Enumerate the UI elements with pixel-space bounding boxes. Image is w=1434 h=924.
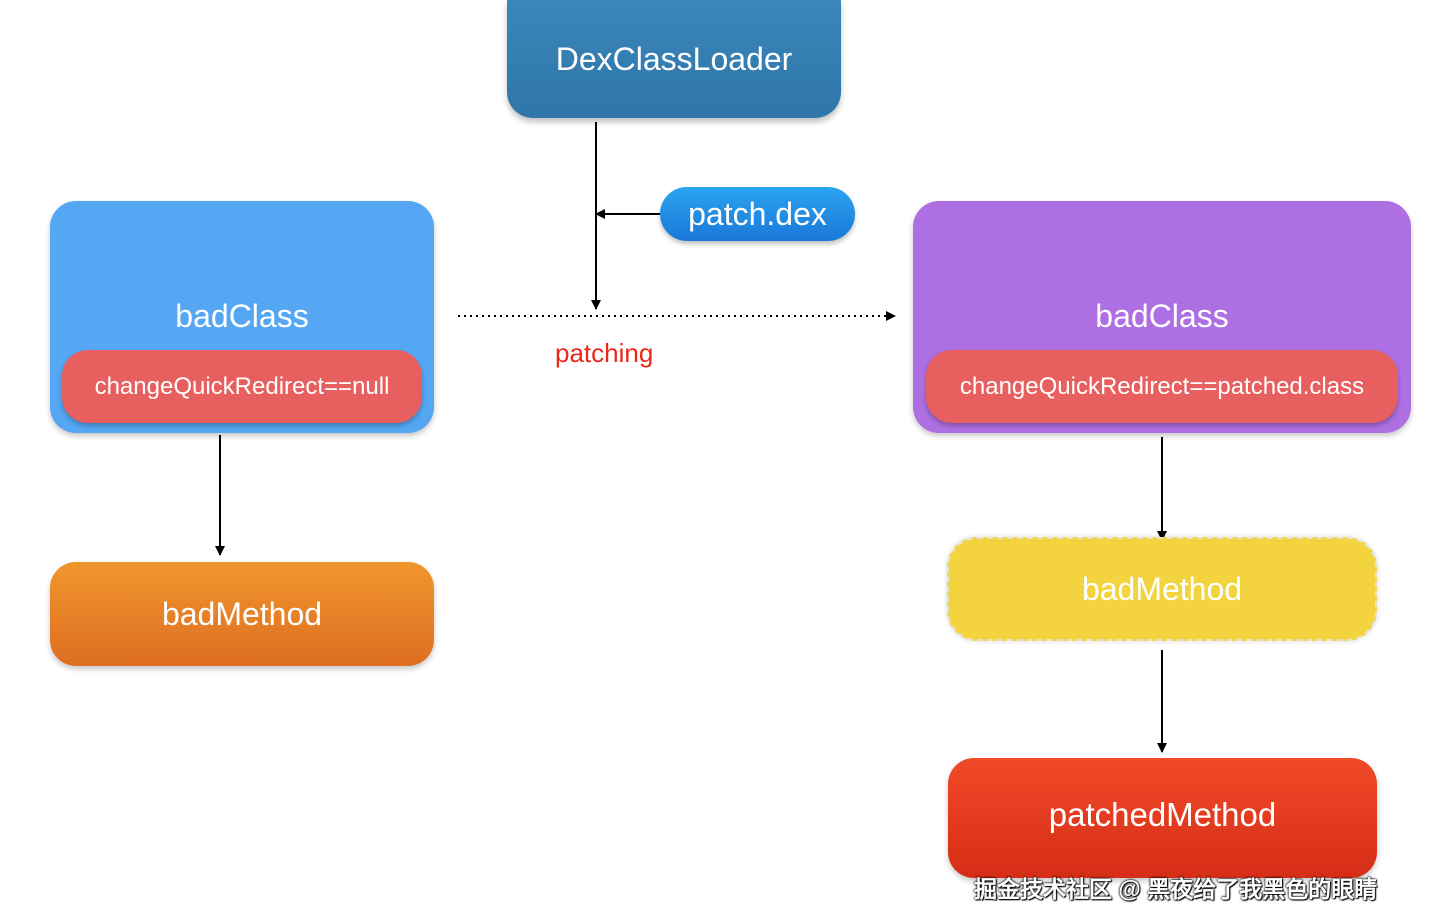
bad-method-right-label: badMethod [1081,570,1243,607]
change-quick-redirect-left-label: changeQuickRedirect==null [94,372,390,400]
dex-class-loader-node: DexClassLoader [507,0,841,118]
patch-dex-label: patch.dex [688,195,827,232]
watermark-text: 掘金技术社区 @ 黑夜给了我黑色的眼睛 [974,876,1378,902]
change-quick-redirect-right-label: changeQuickRedirect==patched.class [959,372,1365,400]
bad-method-left-node: badMethod [50,562,434,666]
patched-method-node: patchedMethod [948,758,1377,878]
change-quick-redirect-left-node: changeQuickRedirect==null [62,350,422,423]
dex-class-loader-label: DexClassLoader [555,40,793,77]
bad-method-right-node: badMethod [947,537,1377,641]
bad-class-right-label: badClass [1095,298,1229,334]
patching-edge-label: patching [555,338,654,368]
bad-class-left-label: badClass [175,298,309,334]
bad-method-left-label: badMethod [161,595,323,632]
change-quick-redirect-right-node: changeQuickRedirect==patched.class [926,350,1398,423]
patch-dex-node: patch.dex [660,187,855,241]
patched-method-label: patchedMethod [1048,796,1277,833]
